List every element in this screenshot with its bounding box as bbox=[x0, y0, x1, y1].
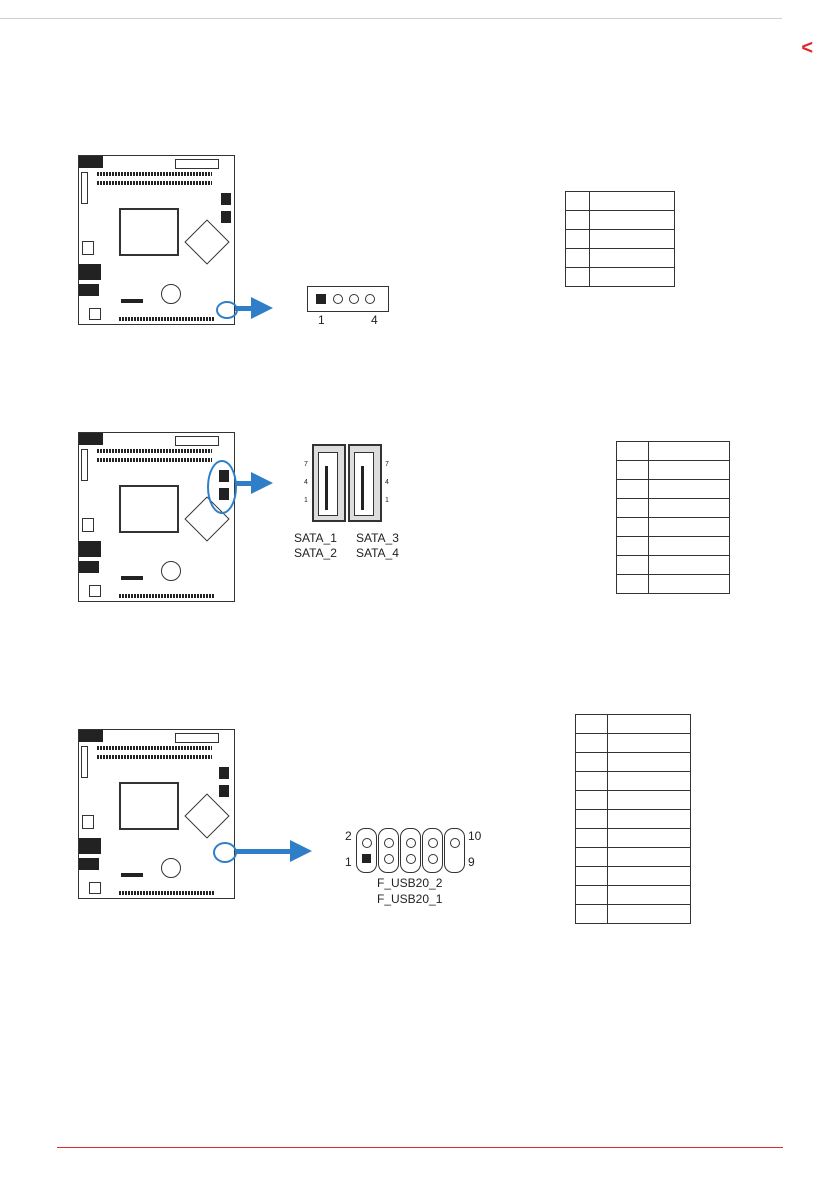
sata-right-pin-bottom: 1 bbox=[385, 497, 389, 504]
highlight-ellipse-sata bbox=[207, 460, 237, 514]
sata-left-pin-bottom: 1 bbox=[304, 497, 308, 504]
sata-connector-left bbox=[312, 444, 346, 522]
motherboard-diagram-1 bbox=[78, 155, 235, 325]
usb-pin-1-label: 1 bbox=[345, 855, 352, 869]
usb-pin-2-label: 2 bbox=[345, 829, 352, 843]
motherboard-diagram-2 bbox=[78, 432, 235, 602]
sata-connector-right bbox=[348, 444, 382, 522]
pin-table-3 bbox=[575, 714, 691, 924]
f-usb20-1-label: F_USB20_1 bbox=[377, 892, 443, 906]
pointer-arrow-1 bbox=[235, 297, 273, 319]
back-chevron-icon[interactable]: < bbox=[801, 37, 813, 59]
usb-pin-10-label: 10 bbox=[468, 829, 482, 843]
pin-table-1 bbox=[565, 191, 675, 287]
usb-header-connector bbox=[356, 828, 465, 873]
sata-left-pin-top: 7 bbox=[304, 461, 308, 468]
pin-table-2 bbox=[616, 441, 730, 594]
usb-pin-9-label: 9 bbox=[468, 855, 475, 869]
sata2-label: SATA_2 bbox=[294, 546, 337, 560]
sata3-label: SATA_3 bbox=[356, 531, 399, 545]
sata-left-pin-mid: 4 bbox=[304, 479, 308, 486]
sata4-label: SATA_4 bbox=[356, 546, 399, 560]
fan-pin-end-label: 4 bbox=[371, 313, 378, 327]
sata-right-pin-top: 7 bbox=[385, 461, 389, 468]
sata-right-pin-mid: 4 bbox=[385, 479, 389, 486]
footer-rule bbox=[57, 1147, 783, 1148]
fan-pin-start-label: 1 bbox=[318, 313, 325, 327]
sata1-label: SATA_1 bbox=[294, 531, 337, 545]
pointer-arrow-2 bbox=[236, 472, 273, 494]
motherboard-diagram-3 bbox=[78, 729, 235, 899]
highlight-circle-usb bbox=[213, 842, 237, 863]
header-rule bbox=[0, 18, 782, 19]
fan-connector bbox=[307, 286, 389, 312]
pointer-arrow-3 bbox=[235, 840, 312, 862]
f-usb20-2-label: F_USB20_2 bbox=[377, 876, 443, 890]
